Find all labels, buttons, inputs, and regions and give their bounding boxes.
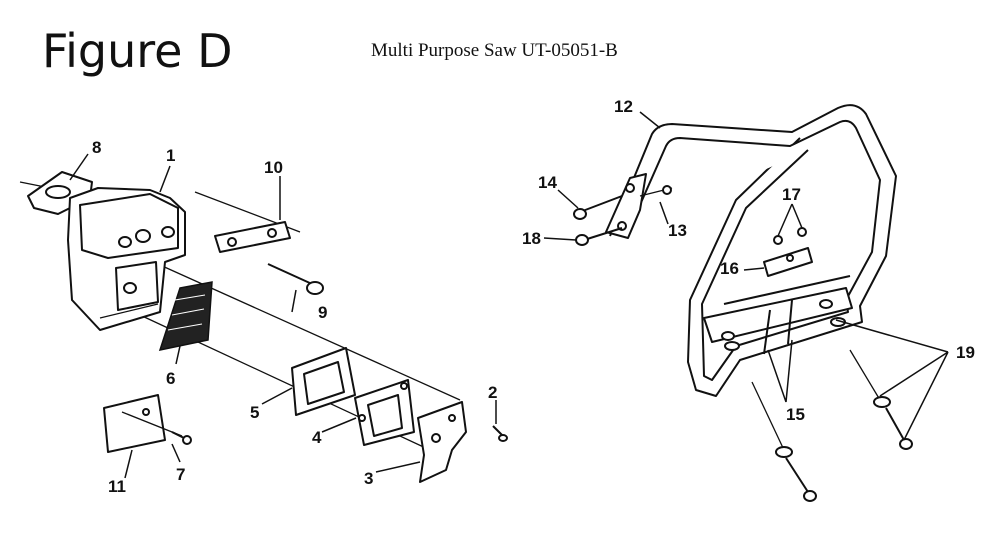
part-6-screen	[158, 281, 213, 351]
callout-2: 2	[488, 383, 497, 402]
callout-12: 12	[614, 97, 633, 116]
part-16-clip	[763, 247, 813, 277]
callout-16: 16	[720, 259, 739, 278]
part-7-screw	[171, 431, 192, 445]
part-14-bolt	[573, 195, 623, 220]
part-19-washers	[819, 299, 913, 450]
left-leader-lines	[69, 153, 497, 479]
part-10-bracket	[214, 221, 291, 253]
figure-subtitle: Multi Purpose Saw UT-05051-B	[371, 40, 618, 61]
part-13-mount-bracket	[605, 173, 673, 239]
callout-13: 13	[668, 221, 687, 240]
part-11-cover-plate	[103, 394, 183, 453]
part-9-long-bolt	[267, 263, 324, 295]
part-5-gasket-frame	[291, 347, 356, 416]
callout-11: 11	[108, 477, 126, 496]
callout-14: 14	[538, 173, 557, 192]
part-2-screw	[492, 425, 508, 442]
callout-15: 15	[786, 405, 805, 424]
callout-6: 6	[166, 369, 175, 388]
part-4-deflector	[354, 379, 415, 446]
callout-9: 9	[318, 303, 327, 322]
figure-title: Figure D	[42, 24, 233, 78]
right-leader-lines	[543, 111, 949, 441]
callout-18: 18	[522, 229, 541, 248]
callout-8: 8	[92, 138, 101, 157]
part-1-muffler	[67, 187, 186, 331]
callout-17: 17	[782, 185, 801, 204]
part-18-bolt	[575, 227, 623, 246]
part-15-bolts	[721, 299, 817, 502]
callout-4: 4	[312, 428, 322, 447]
callout-5: 5	[250, 403, 259, 422]
callout-10: 10	[264, 158, 283, 177]
callout-3: 3	[364, 469, 373, 488]
part-12-handle-bar	[609, 104, 897, 397]
callout-7: 7	[176, 465, 185, 484]
part-3-end-plate	[417, 401, 467, 483]
callout-1: 1	[166, 146, 175, 165]
callout-19: 19	[956, 343, 975, 362]
